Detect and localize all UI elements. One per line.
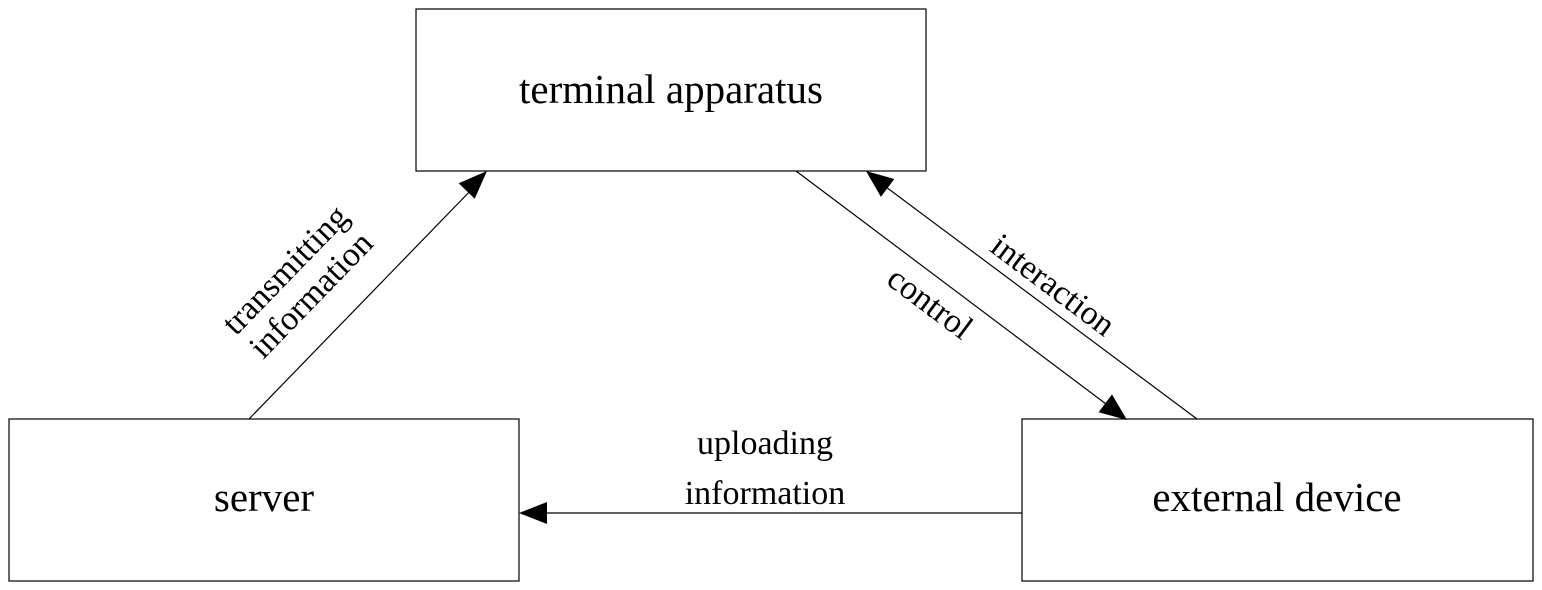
edge-uploading-information: uploading information [519,425,1022,524]
node-external-device: external device [1022,419,1533,581]
uploading-arrowhead [519,502,547,524]
control-label: control [880,260,979,347]
interaction-label: interaction [983,227,1121,344]
server-label: server [214,474,315,520]
node-terminal-apparatus: terminal apparatus [416,9,926,171]
external-device-label: external device [1152,474,1401,520]
control-label-group: control [880,260,979,347]
transmitting-label-group: transmitting information [215,198,382,367]
uploading-label-line1: uploading [697,425,833,462]
node-server: server [9,419,519,581]
uploading-label-line2: information [685,475,846,512]
edge-transmitting-information: transmitting information [215,171,487,419]
transmitting-arrowhead [459,171,487,199]
interaction-label-group: interaction [983,227,1121,344]
control-arrowhead [1099,394,1127,420]
interaction-arrowhead [866,171,894,197]
terminal-apparatus-label: terminal apparatus [519,66,823,112]
